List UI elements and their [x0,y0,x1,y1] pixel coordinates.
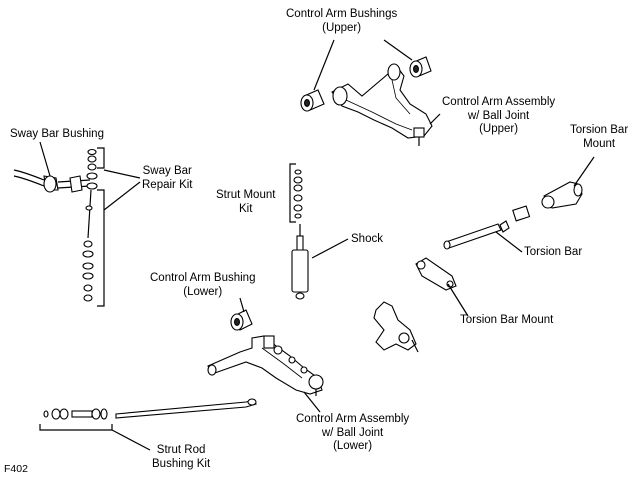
label-line: (Upper) [322,21,362,34]
label-strut-rod-bushing-kit: Strut Rod Bushing Kit [152,444,210,471]
label-line: Torsion Bar [570,124,629,136]
shock-absorber [291,224,309,300]
label-line: Mount [583,137,616,150]
leader-upper-bushings-right [383,39,413,61]
leader-shock [311,238,349,259]
label-line: Torsion Bar [524,246,583,258]
label-line: Strut Mount [216,189,276,201]
label-sway-bar-bushing: Sway Bar Bushing [10,128,104,142]
label-line: F402 [4,463,28,475]
bracket-repair-kit-top [97,147,105,169]
label-line: Torsion Bar Mount [460,314,554,326]
label-line: Control Arm Assembly [442,96,556,108]
leader-torsion-bar [495,231,523,253]
torsion-bar-mount-upper-part [541,181,583,209]
label-sway-bar-repair-kit: Sway Bar Repair Kit [142,165,193,192]
strut-rod-bushing-kit-parts [43,408,108,420]
bracket-strut-rod-bushing-kit [39,424,113,431]
upper-control-arm-assembly [331,63,433,146]
steering-knuckle [373,301,419,353]
label-line: (Lower) [183,285,223,298]
label-line: Shock [351,233,383,245]
label-line: Bushing Kit [152,457,211,470]
leader-strut-rod-bushing-kit [111,429,151,451]
label-line: (Upper) [479,123,519,135]
sway-bar-repair-kit-parts [82,148,98,302]
label-line: w/ Ball Joint [467,109,530,122]
label-line: w/ Ball Joint [321,426,384,439]
leader-lower-bushing [239,297,245,313]
label-control-arm-bushing-lower: Control Arm Bushing (Lower) [150,272,255,299]
label-torsion-bar: Torsion Bar [524,246,582,260]
label-line: Control Arm Assembly [296,413,410,425]
label-line: Strut Rod [156,444,206,456]
leader-lower-arm-assembly [303,391,321,413]
bracket-strut-mount [289,163,296,223]
leader-upper-arm-assembly [429,113,441,125]
label-line: Sway Bar Bushing [10,128,104,140]
label-line: Kit [239,202,253,215]
upper-control-arm-bushing-left [300,89,325,112]
label-control-arm-bushings-upper: Control Arm Bushings (Upper) [286,8,397,35]
leader-torsion-bar-mount-top [573,156,595,187]
torsion-bar [443,205,531,250]
leader-repair-kit [103,169,141,211]
label-line: Control Arm Bushing [150,272,256,284]
label-torsion-bar-mount-bottom: Torsion Bar Mount [460,314,553,328]
leader-torsion-bar-mount-bottom [447,283,469,317]
label-control-arm-assembly-lower: Control Arm Assembly w/ Ball Joint (Lowe… [296,413,409,454]
strut-mount-kit-parts [293,169,303,219]
label-line: Sway Bar [142,165,192,177]
label-line: Repair Kit [142,178,193,191]
torsion-bar-mount-lower-part [415,257,457,291]
leader-upper-bushings-left [313,39,335,91]
sway-bar [13,169,91,193]
upper-control-arm-bushing-right [409,56,432,78]
label-shock: Shock [351,233,383,247]
label-torsion-bar-mount-top: Torsion Bar Mount [570,124,628,151]
label-strut-mount-kit: Strut Mount Kit [216,189,275,216]
lower-control-arm-assembly [207,335,324,396]
bracket-repair-kit-bottom [97,189,105,307]
label-line: Control Arm Bushings [286,8,398,20]
figure-code: F402 [4,463,28,477]
strut-rod [115,398,257,419]
label-control-arm-assembly-upper: Control Arm Assembly w/ Ball Joint (Uppe… [442,96,555,137]
lower-control-arm-bushing [230,309,253,331]
leader-sway-bar-bushing [39,141,51,177]
label-line: (Lower) [333,440,373,452]
